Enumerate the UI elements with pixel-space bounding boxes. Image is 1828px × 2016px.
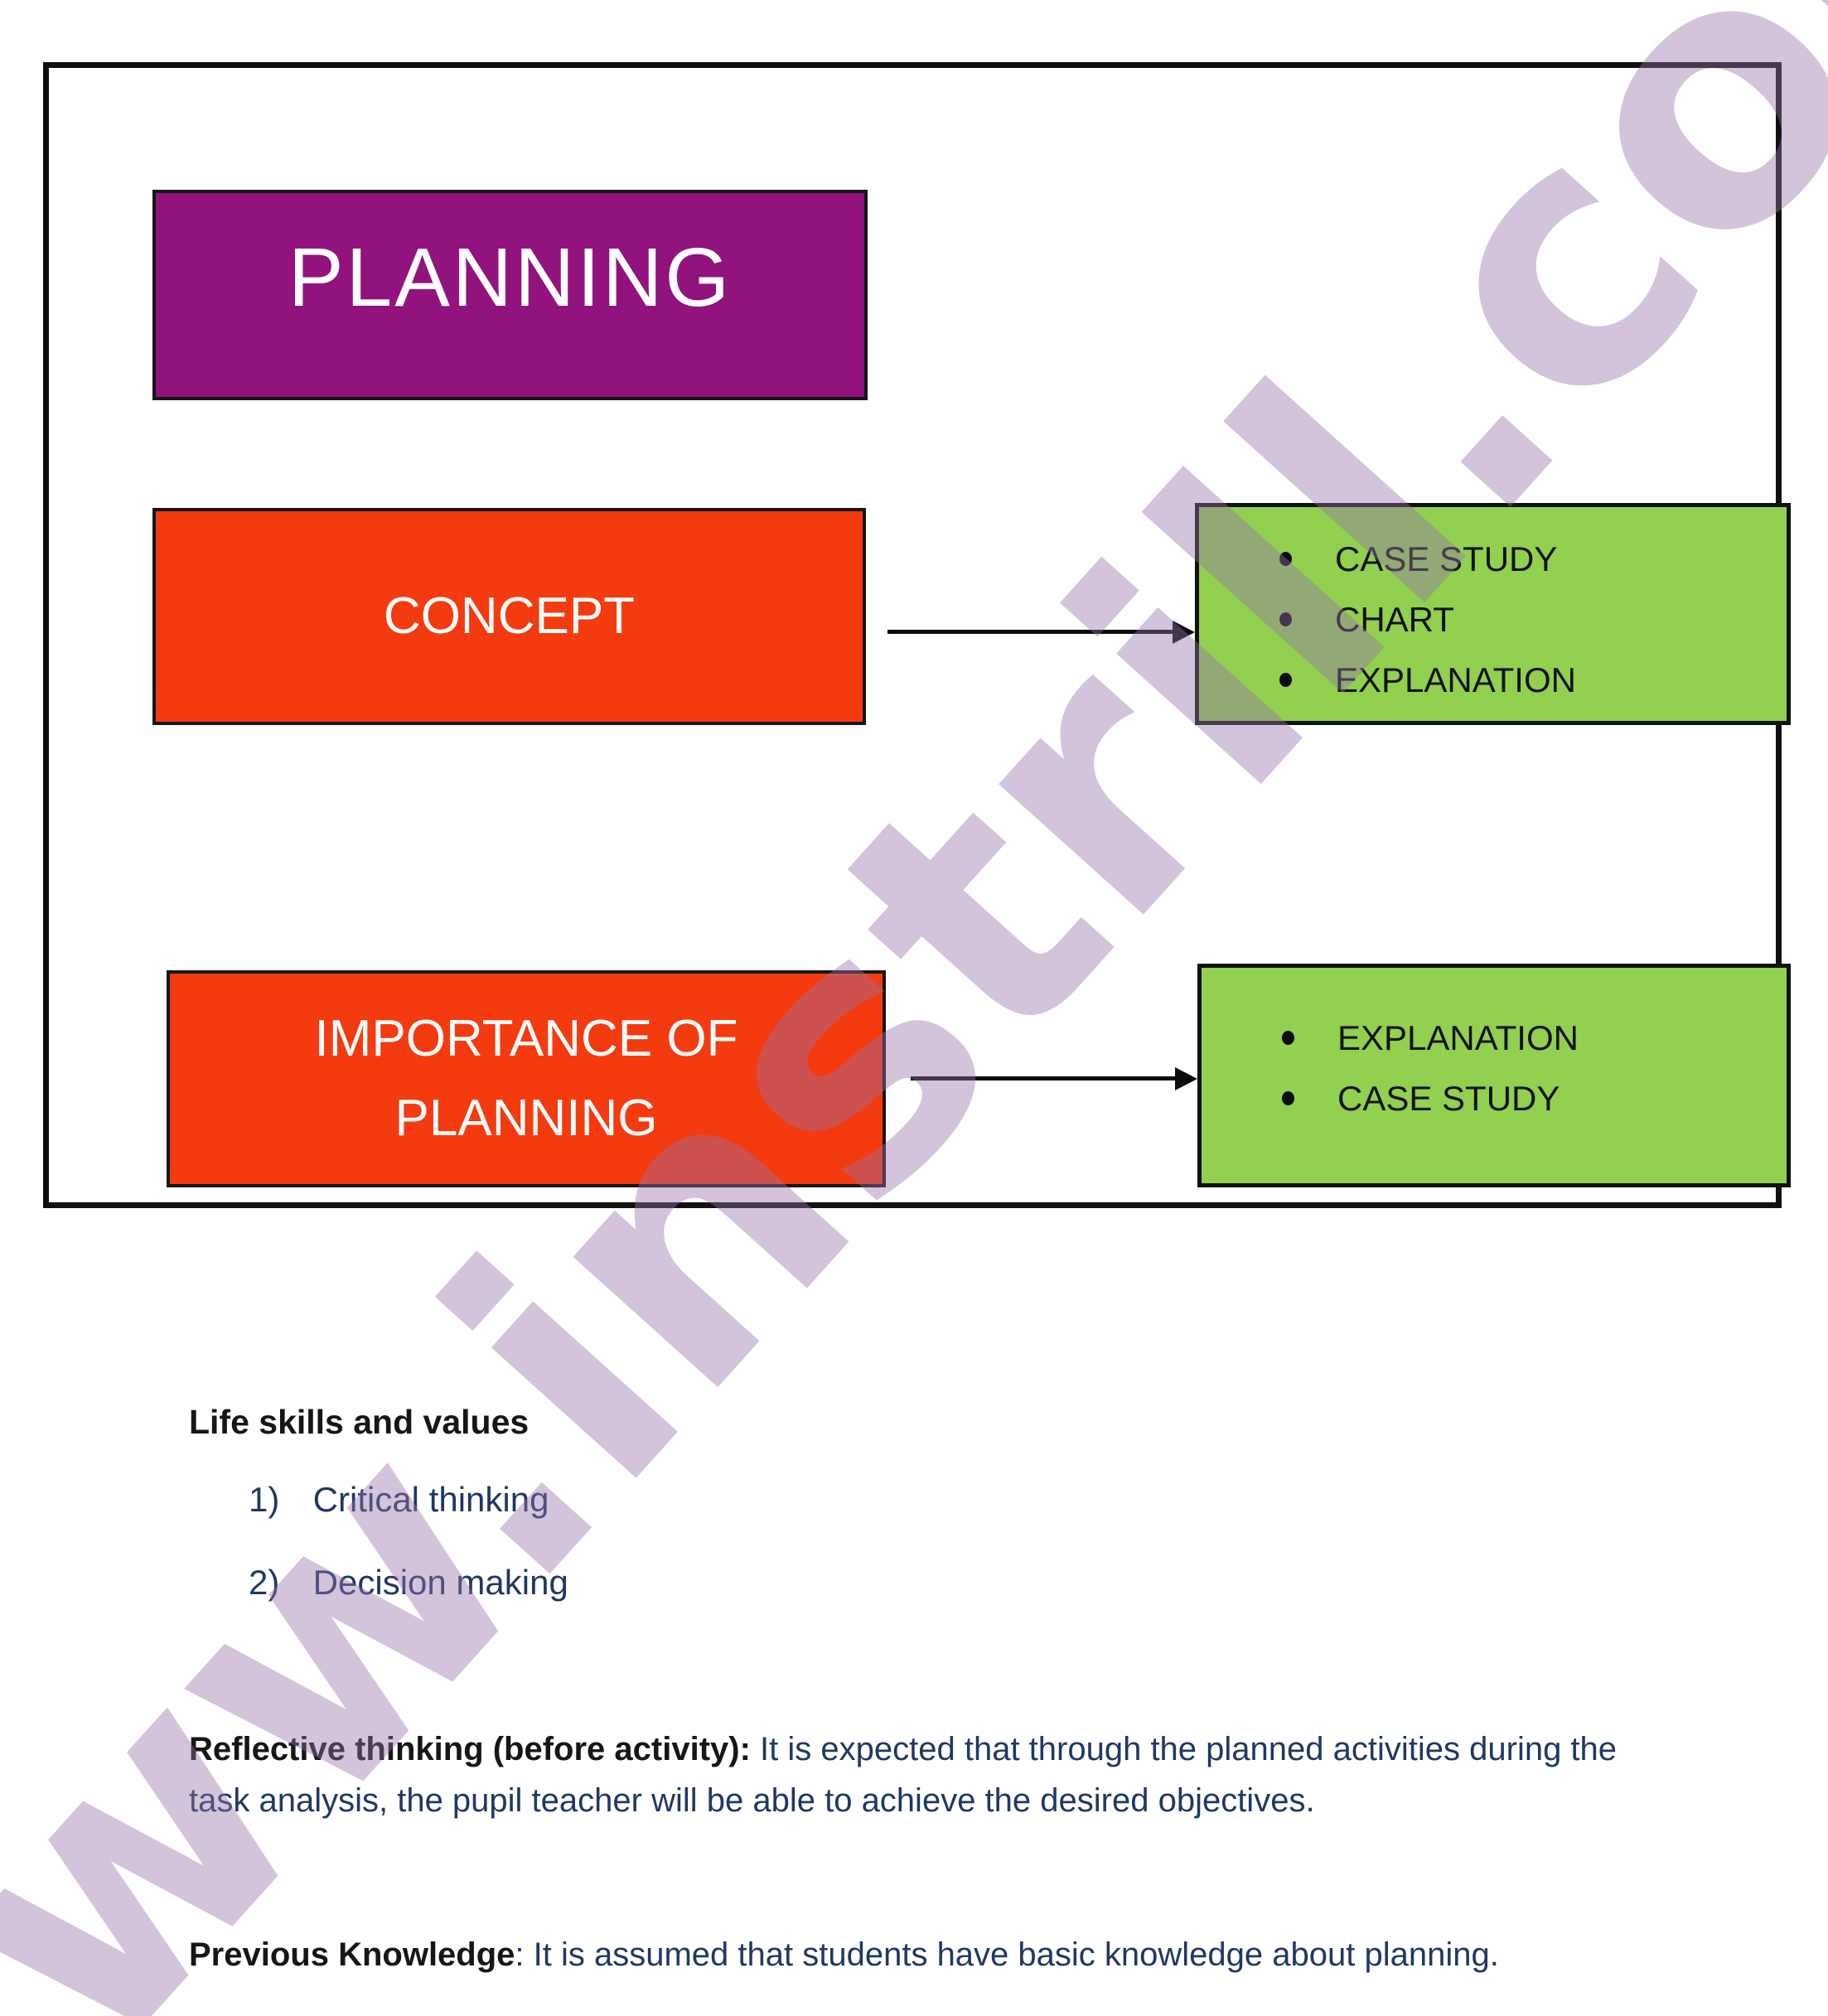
bullet-dot-icon	[1279, 552, 1292, 566]
bullet-list-item: CHART	[1279, 589, 1787, 650]
life-skill-item: 2) Decision making	[249, 1563, 568, 1603]
arrow-head-icon	[1173, 620, 1195, 644]
previous-knowledge-text: : It is assumed that students have basic…	[515, 1936, 1499, 1973]
bullet-dot-icon	[1282, 1031, 1294, 1045]
arrow-concept	[887, 620, 1195, 644]
bullet-list-item: CASE STUDY	[1279, 529, 1787, 589]
importance-label-line1: IMPORTANCE OF	[314, 1010, 738, 1067]
importance-methods-box: EXPLANATION CASE STUDY	[1197, 964, 1791, 1187]
bullet-list-item: EXPLANATION	[1282, 1008, 1787, 1068]
reflective-thinking-paragraph: Reflective thinking (before activity): I…	[189, 1724, 1681, 1826]
importance-label-line2: PLANNING	[394, 1090, 658, 1147]
arrow-importance	[911, 1066, 1197, 1090]
importance-box: IMPORTANCE OF PLANNING	[167, 970, 886, 1187]
bullet-item-text: CHART	[1335, 599, 1454, 639]
bullet-list-item: CASE STUDY	[1282, 1068, 1787, 1129]
item-number: 2)	[249, 1563, 280, 1602]
bullet-item-text: EXPLANATION	[1337, 1018, 1579, 1057]
life-skill-item: 1) Critical thinking	[249, 1480, 549, 1520]
bullet-item-text: CASE STUDY	[1337, 1078, 1560, 1118]
previous-knowledge-label: Previous Knowledge	[189, 1936, 515, 1973]
concept-box: CONCEPT	[152, 508, 866, 725]
item-text: Decision making	[312, 1563, 568, 1602]
planning-title-label: PLANNING	[288, 230, 733, 324]
diagram-frame: PLANNING CONCEPT CASE STUDY CHART EXPLANAT…	[43, 62, 1791, 1208]
item-text: Critical thinking	[312, 1480, 549, 1519]
bullet-item-text: CASE STUDY	[1335, 539, 1558, 578]
bullet-dot-icon	[1282, 1091, 1294, 1105]
arrow-head-icon	[1175, 1066, 1197, 1090]
concept-methods-box: CASE STUDY CHART EXPLANATION	[1195, 503, 1791, 725]
reflective-label: Reflective thinking (before activity):	[189, 1731, 751, 1767]
life-skills-heading: Life skills and values	[189, 1403, 530, 1441]
item-number: 1)	[249, 1480, 280, 1519]
bullet-dot-icon	[1279, 612, 1292, 626]
planning-title-box: PLANNING	[152, 190, 868, 400]
reflective-text: It is expected that through the planned …	[189, 1731, 1618, 1819]
bullet-list-item: EXPLANATION	[1279, 650, 1787, 710]
bullet-dot-icon	[1279, 673, 1292, 687]
concept-label: CONCEPT	[383, 587, 636, 645]
bullet-item-text: EXPLANATION	[1335, 660, 1576, 699]
previous-knowledge-paragraph: Previous Knowledge: It is assumed that s…	[189, 1929, 1681, 1980]
